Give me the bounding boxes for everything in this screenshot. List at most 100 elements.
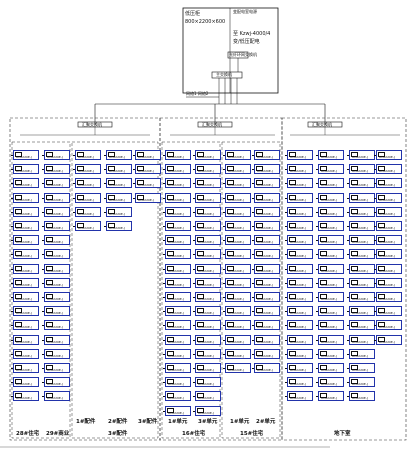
device-text: ACR220E-J <box>16 340 32 344</box>
device-text: ACR220E-J <box>16 354 32 358</box>
meter-icon <box>378 279 385 285</box>
meter-device: ACR220E-J <box>318 391 344 402</box>
meter-icon <box>256 180 263 186</box>
device-feeder-line <box>347 197 349 199</box>
meter-icon <box>351 294 358 299</box>
meter-device: ACR220E-J <box>349 235 375 246</box>
meter-icon <box>227 251 234 257</box>
meter-icon <box>167 152 174 157</box>
device-feeder-line <box>374 211 376 213</box>
meter-icon <box>15 223 22 228</box>
meter-device: ACR220E-J <box>225 178 251 189</box>
meter-device: ACR220E-J <box>318 150 344 160</box>
meter-device: ACR220E-J <box>349 306 375 317</box>
device-text: ACR220E-J <box>198 241 214 245</box>
meter-icon <box>46 265 53 271</box>
meter-device: ACR220E-J <box>376 263 402 274</box>
group-label-28: 28#住宅 <box>16 431 40 437</box>
device-text: ACR220E-J <box>379 184 395 188</box>
meter-icon <box>256 322 263 328</box>
meter-icon <box>46 279 53 285</box>
device-text: ACR220E-J <box>321 255 337 259</box>
device-text: ACR220E-J <box>290 198 306 202</box>
device-feeder-line <box>42 311 44 312</box>
meter-icon <box>108 208 115 214</box>
meter-device: ACR220E-J <box>225 263 251 274</box>
meter-icon <box>137 180 144 186</box>
device-text: ACR220E-J <box>198 212 214 216</box>
device-feeder-line <box>223 353 225 355</box>
meter-icon <box>378 223 385 228</box>
meter-icon <box>378 294 385 299</box>
device-text: ACR220E-J <box>321 298 337 301</box>
device-feeder-line <box>42 240 44 241</box>
device-feeder-line <box>163 254 165 255</box>
meter-device: ACR220E-J <box>13 164 39 175</box>
meter-icon <box>320 152 327 157</box>
meter-device: ACR220E-J <box>349 249 375 260</box>
device-feeder-line <box>163 240 165 241</box>
device-text: ACR220E-J <box>198 312 214 316</box>
device-text: ACR220E-J <box>47 184 63 188</box>
device-feeder-line <box>73 197 75 199</box>
meter-icon <box>108 180 115 186</box>
device-text: ACR220E-J <box>47 255 63 259</box>
device-feeder-line <box>42 254 44 255</box>
device-text: ACR220E-J <box>352 241 368 245</box>
device-text: ACR220E-J <box>47 241 63 245</box>
device-text: ACR220E-J <box>168 184 184 188</box>
meter-device: ACR220E-J <box>165 391 191 402</box>
meter-device: ACR220E-J <box>165 363 191 373</box>
meter-icon <box>320 237 327 243</box>
device-feeder-line <box>42 226 44 227</box>
device-feeder-line <box>104 197 106 199</box>
device-feeder-line <box>316 311 318 312</box>
device-feeder-line <box>347 339 349 341</box>
device-text: ACR220E-J <box>352 298 368 301</box>
device-text: ACR220E-J <box>198 170 214 174</box>
device-feeder-line <box>347 183 349 184</box>
meter-icon <box>197 350 204 356</box>
device-feeder-line <box>252 339 254 341</box>
meter-icon <box>167 251 174 257</box>
meter-icon <box>77 152 84 157</box>
meter-icon <box>320 365 327 370</box>
meter-device: ACR220E-J <box>349 334 375 345</box>
device-text: ACR220E-J <box>47 269 63 273</box>
meter-icon <box>256 350 263 356</box>
device-text: ACR220E-J <box>47 156 63 159</box>
meter-device: ACR220E-J <box>135 192 161 203</box>
meter-icon <box>351 279 358 285</box>
device-feeder-line <box>42 396 44 397</box>
meter-icon <box>289 237 296 243</box>
device-feeder-line <box>285 155 287 156</box>
meter-icon <box>46 180 53 186</box>
meter-device: ACR220E-J <box>254 206 280 217</box>
meter-device: ACR220E-J <box>44 277 70 288</box>
meter-icon <box>197 194 204 200</box>
meter-device: ACR220E-J <box>349 320 375 331</box>
meter-device: ACR220E-J <box>13 150 39 160</box>
device-text: ACR220E-J <box>109 198 125 202</box>
meter-icon <box>46 237 53 243</box>
device-feeder-line <box>223 226 225 227</box>
device-feeder-line <box>347 368 349 369</box>
meter-device: ACR220E-J <box>13 178 39 189</box>
device-text: ACR220E-J <box>47 227 63 230</box>
device-feeder-line <box>316 155 318 156</box>
device-text: ACR220E-J <box>168 170 184 174</box>
device-text: ACR220E-J <box>47 383 63 387</box>
meter-device: ACR220E-J <box>318 306 344 317</box>
device-feeder-line <box>252 297 254 298</box>
meter-device: ACR220E-J <box>254 235 280 246</box>
meter-icon <box>289 365 296 370</box>
device-text: ACR220E-J <box>228 369 244 372</box>
device-text: ACR220E-J <box>321 340 337 344</box>
group-label-p2: 2#配件 <box>108 419 128 425</box>
device-feeder-line <box>285 325 287 326</box>
device-text: ACR220E-J <box>198 298 214 301</box>
meter-icon <box>15 237 22 243</box>
meter-icon <box>351 365 358 370</box>
device-feeder-line <box>193 410 195 412</box>
meter-icon <box>197 393 204 399</box>
